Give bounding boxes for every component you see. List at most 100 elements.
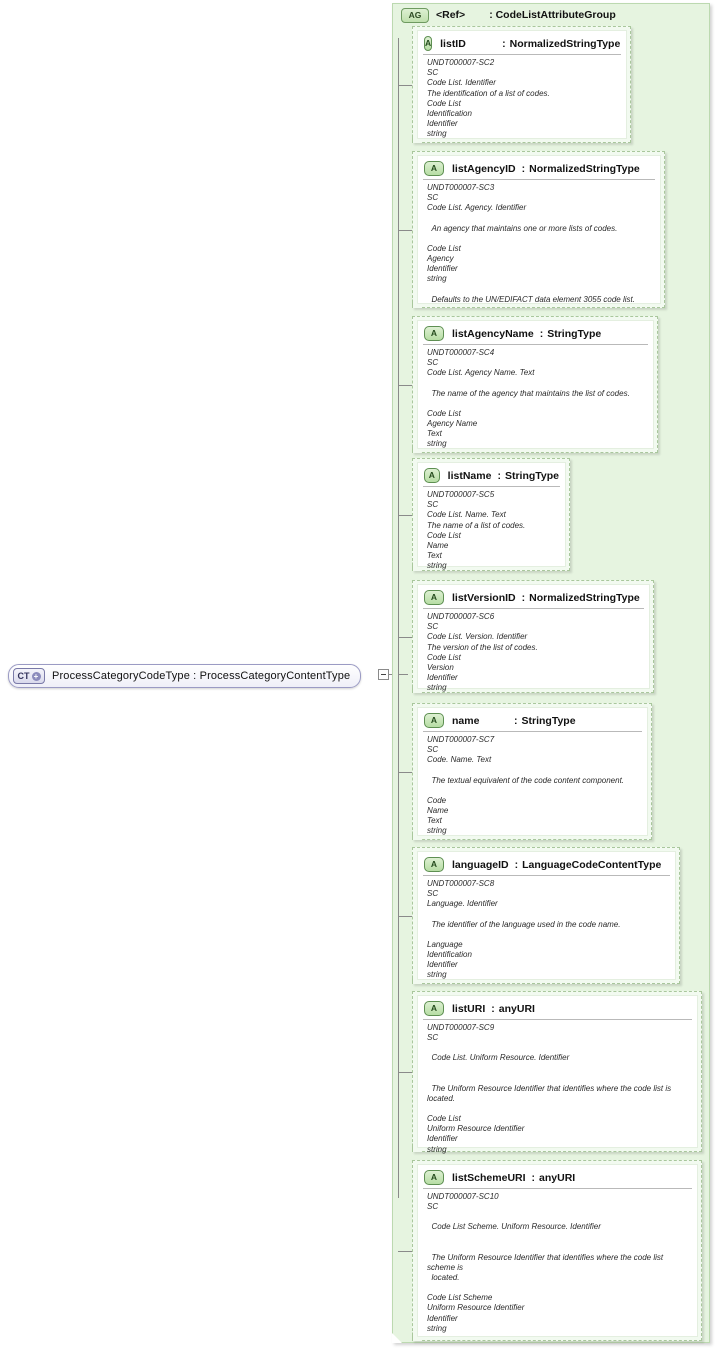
attributegroup-badge: AG bbox=[401, 7, 429, 23]
attribute-badge: A bbox=[424, 161, 444, 176]
attribute-separator: : bbox=[491, 1002, 495, 1015]
attribute-name: listID bbox=[440, 37, 466, 50]
attribute-separator: : bbox=[514, 858, 519, 871]
attribute-type: anyURI bbox=[498, 1002, 535, 1015]
attribute-name: listAgencyID bbox=[452, 162, 516, 175]
attribute-badge: A bbox=[424, 326, 444, 341]
attribute-badge: A bbox=[424, 590, 444, 605]
attribute-box-corner bbox=[412, 1332, 422, 1341]
attribute-name: languageID bbox=[452, 858, 509, 871]
attribute-connector-line bbox=[398, 85, 412, 86]
attribute-connector-line bbox=[398, 230, 412, 231]
attribute-group-header: AG <Ref> : CodeListAttributeGroup bbox=[401, 7, 616, 23]
attribute-separator: : bbox=[521, 591, 526, 604]
attribute-divider bbox=[423, 608, 644, 609]
attribute-divider bbox=[423, 1019, 692, 1020]
attribute-group-type-label: : CodeListAttributeGroup bbox=[489, 9, 616, 21]
attribute-badge: A bbox=[424, 1170, 444, 1185]
attribute-box-corner bbox=[412, 134, 422, 143]
attribute-type: NormalizedStringType bbox=[509, 37, 621, 50]
attribute-divider bbox=[423, 179, 655, 180]
attribute-connector-line bbox=[398, 637, 412, 638]
attribute-type: StringType bbox=[521, 714, 576, 727]
attribute-divider bbox=[423, 486, 560, 487]
attribute-box-corner bbox=[412, 831, 422, 840]
attribute-connector-line bbox=[398, 772, 412, 773]
attribute-connector-line bbox=[398, 515, 412, 516]
root-node-label: ProcessCategoryCodeType : ProcessCategor… bbox=[52, 670, 351, 682]
attribute-connector-line bbox=[398, 1072, 412, 1073]
attribute-connector-line bbox=[398, 385, 412, 386]
connector-trunk-line bbox=[398, 38, 399, 1198]
attribute-separator: : bbox=[521, 162, 526, 175]
attribute-box-corner bbox=[412, 562, 422, 571]
attribute-connector-line bbox=[398, 1251, 412, 1252]
attribute-divider bbox=[423, 1188, 692, 1189]
attribute-box-corner bbox=[412, 444, 422, 453]
attribute-box-corner bbox=[412, 1143, 422, 1152]
attribute-name: name bbox=[452, 714, 480, 727]
attribute-type: NormalizedStringType bbox=[529, 162, 640, 175]
attribute-badge: A bbox=[424, 468, 440, 483]
attribute-separator: : bbox=[497, 469, 501, 482]
attribute-divider bbox=[423, 875, 670, 876]
attribute-separator: : bbox=[514, 714, 518, 727]
attribute-badge: A bbox=[424, 36, 433, 51]
complextype-badge-label: CT bbox=[17, 670, 30, 681]
attribute-group-ref-label: <Ref> bbox=[436, 9, 466, 21]
attribute-divider bbox=[423, 731, 642, 732]
attribute-name: listSchemeURI bbox=[452, 1171, 526, 1184]
attribute-separator: : bbox=[502, 37, 506, 50]
attribute-box-corner bbox=[412, 299, 422, 308]
attribute-type: anyURI bbox=[539, 1171, 576, 1184]
attribute-separator: : bbox=[531, 1171, 536, 1184]
attribute-box-corner bbox=[412, 684, 422, 693]
root-complextype-node[interactable]: CT+ ProcessCategoryCodeType : ProcessCat… bbox=[8, 664, 362, 688]
attribute-divider bbox=[423, 54, 621, 55]
expand-plus-icon: + bbox=[31, 671, 41, 681]
connector-trunk-stub bbox=[398, 674, 408, 675]
attribute-separator: : bbox=[539, 327, 544, 340]
collapse-minus-icon[interactable] bbox=[378, 669, 389, 680]
attribute-type: StringType bbox=[547, 327, 602, 340]
attribute-connector-line bbox=[398, 916, 412, 917]
attribute-type: NormalizedStringType bbox=[529, 591, 640, 604]
attribute-badge: A bbox=[424, 713, 444, 728]
attribute-name: listURI bbox=[452, 1002, 486, 1015]
attribute-name: listName bbox=[447, 469, 492, 482]
